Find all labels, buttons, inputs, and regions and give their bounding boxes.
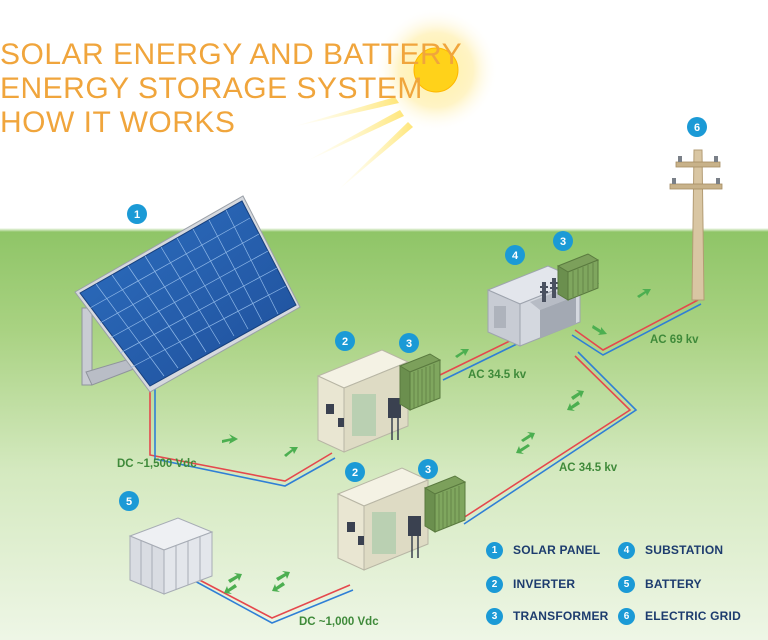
legend-label: SUBSTATION [645,543,724,557]
legend-item-battery: 5 BATTERY [618,575,702,593]
legend-item-transformer: 3 TRANSFORMER [486,607,609,625]
flow-label-dc-battery: DC ~1,000 Vdc [299,616,379,628]
flow-label-ac-bottom: AC 34.5 kv [559,462,618,474]
inverter-panel-box [347,522,355,532]
dc-solar-wire [149,372,336,487]
svg-text:2: 2 [342,336,348,348]
legend-label: TRANSFORMER [513,609,609,623]
legend-number-badge: 3 [486,607,503,625]
flow-label-dc-solar: DC ~1,500 Vdc [117,458,197,470]
legend-number-badge: 1 [486,541,503,559]
sun-ray [305,110,404,162]
inverter-bottom [336,467,430,571]
title-line-1: SOLAR ENERGY AND BATTERY [0,38,463,71]
sun-ray [336,122,413,192]
svg-text:3: 3 [406,338,412,350]
bidirectional-arrow-icon [272,571,290,592]
flow-arrow-icon [455,349,469,358]
legend-number-badge: 4 [618,541,635,559]
svg-text:4: 4 [512,250,519,262]
marker-transformer-bottom: 3 [418,459,438,479]
bidirectional-arrow-icon [224,573,242,594]
pole-crossarm [669,183,723,190]
transformer-bottom [423,475,467,533]
legend-number-badge: 6 [618,607,635,625]
transformer-top [398,353,442,411]
marker-solar-panel: 1 [127,204,147,224]
marker-battery: 5 [119,491,139,511]
bidirectional-arrow-icon [516,432,535,454]
inverter-top [316,349,410,453]
svg-text:6: 6 [694,122,700,134]
legend-item-inverter: 2 INVERTER [486,575,575,593]
legend-label: BATTERY [645,577,702,591]
marker-substation: 4 [505,245,525,265]
battery-storage [128,517,214,595]
legend-label: SOLAR PANEL [513,543,601,557]
legend-item-electric-grid: 6 ELECTRIC GRID [618,607,741,625]
ac-top-wire [439,335,524,381]
marker-electric-grid: 6 [687,117,707,137]
legend-number-badge: 5 [618,575,635,593]
bidirectional-arrow-icon [567,390,584,411]
marker-substation-transformer: 3 [553,231,573,251]
substation-transformer [556,253,600,301]
marker-transformer-top: 3 [399,333,419,353]
inverter-cabinet [388,398,401,418]
solar-panel [74,195,301,393]
ac-grid-wire [571,299,702,356]
utility-pole [669,149,723,301]
flow-arrow-icon [637,289,651,298]
ac-bottom-wire [459,351,638,525]
flow-label-ac-grid: AC 69 kv [650,334,699,346]
legend-label: ELECTRIC GRID [645,609,741,623]
inverter-cabinet [408,516,421,536]
sun-ray [292,97,399,127]
flow-arrow-icon [222,434,238,444]
marker-inverter-bottom: 2 [345,462,365,482]
pole-crossarm [675,161,721,168]
legend-number-badge: 2 [486,575,503,593]
svg-text:3: 3 [425,464,431,476]
marker-inverter-top: 2 [335,331,355,351]
sun-icon [292,8,498,192]
inverter-panel-box [326,404,334,414]
svg-text:2: 2 [352,467,358,479]
title-line-3: HOW IT WORKS [0,106,236,139]
flow-arrow-icon [592,325,607,335]
legend-label: INVERTER [513,577,576,591]
svg-text:5: 5 [126,496,132,508]
legend-item-solar-panel: 1 SOLAR PANEL [486,541,600,559]
svg-text:1: 1 [134,209,140,221]
svg-text:3: 3 [560,236,566,248]
legend-item-substation: 4 SUBSTATION [618,541,723,559]
flow-arrow-icon [284,447,298,457]
flow-label-ac-top: AC 34.5 kv [468,369,527,381]
dc-battery-wire [189,574,354,624]
title-line-2: ENERGY STORAGE SYSTEM [0,72,423,105]
